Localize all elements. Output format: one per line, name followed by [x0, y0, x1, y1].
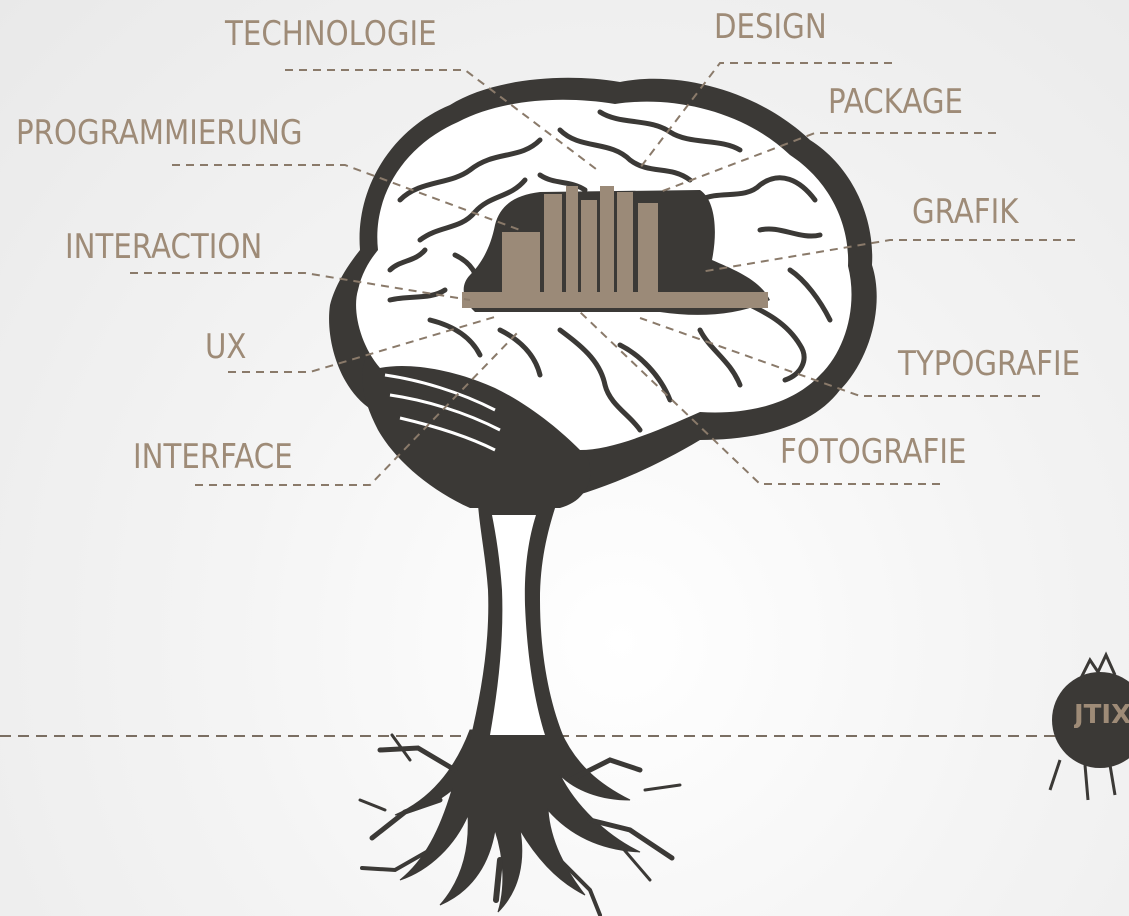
book: [566, 186, 578, 292]
book: [581, 200, 597, 292]
label-ux: UX: [205, 330, 246, 364]
book: [600, 186, 614, 292]
label-design: DESIGN: [714, 10, 827, 44]
logo-text: JTIX: [1074, 702, 1129, 728]
label-fotografie: FOTOGRAFIE: [780, 435, 966, 469]
label-interaction: INTERACTION: [65, 230, 262, 264]
book: [617, 192, 633, 292]
label-interface: INTERFACE: [133, 440, 293, 474]
book: [544, 194, 562, 292]
book: [502, 232, 540, 292]
label-typografie: TYPOGRAFIE: [898, 347, 1080, 381]
label-grafik: GRAFIK: [912, 195, 1018, 229]
label-programmierung: PROGRAMMIERUNG: [16, 116, 303, 150]
book: [638, 203, 658, 292]
shelf: [462, 292, 768, 308]
label-technologie: TECHNOLOGIE: [225, 17, 437, 51]
tree-roots: [360, 730, 680, 915]
label-package: PACKAGE: [828, 85, 963, 119]
